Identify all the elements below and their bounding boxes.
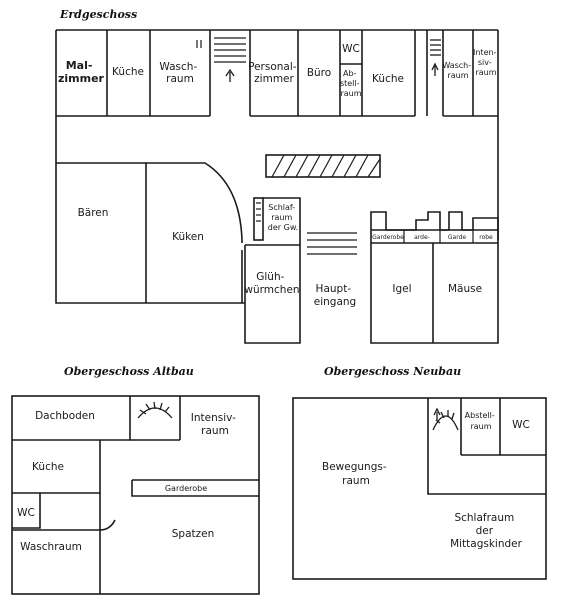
label-garderobe-eg-3: Garde xyxy=(448,234,466,241)
label-garderobe-eg-4: robe xyxy=(479,234,493,241)
stairs-curved-altbau xyxy=(137,401,173,419)
hatched-block xyxy=(265,154,381,178)
label-haupteingang: Haupt- eingang xyxy=(314,283,356,308)
label-maeuse: Mäuse xyxy=(448,283,482,295)
label-garderobe-eg-1: Garderobe xyxy=(372,234,404,241)
label-wc-oa: WC xyxy=(17,507,35,519)
label-wc-on: WC xyxy=(512,419,530,431)
label-bewegungsraum: Bewegungs- raum xyxy=(322,461,390,487)
label-waschraum-oa: Waschraum xyxy=(20,541,82,553)
heading-obergeschoss-altbau: Obergeschoss Altbau xyxy=(64,365,194,378)
label-kueche-oa: Küche xyxy=(32,461,64,473)
stairs-entrance xyxy=(307,232,357,255)
stairs-curved-neubau xyxy=(432,407,459,431)
label-schlafraum-gw: Schlaf- raum der Gw. xyxy=(268,203,298,232)
label-waschraum-eg-2: Wasch- raum xyxy=(442,61,473,80)
label-intensivraum-eg: Inten- siv- raum xyxy=(473,48,499,77)
label-buero: Büro xyxy=(307,67,331,79)
label-personalzimmer: Personal- zimmer xyxy=(248,61,300,85)
label-garderobe-eg-2: arde- xyxy=(414,234,430,241)
upper-floor-new-plan: Bewegungs- raum Abstell- raum WC Schlafr… xyxy=(292,397,547,580)
stairs-top-left xyxy=(214,37,246,82)
heading-obergeschoss-neubau: Obergeschoss Neubau xyxy=(324,365,461,378)
label-wc-eg: WC xyxy=(342,43,360,55)
label-waschraum-eg-1: Wasch- raum xyxy=(159,61,200,85)
label-dachboden: Dachboden xyxy=(35,410,95,422)
label-abstellraum-on: Abstell- raum xyxy=(465,411,498,431)
label-spatzen: Spatzen xyxy=(172,528,215,540)
label-malzimmer: Mal- zimmer xyxy=(58,59,105,85)
heading-erdgeschoss: Erdgeschoss xyxy=(59,8,137,21)
label-abstellraum-eg: Ab- stell- raum xyxy=(340,69,362,98)
ground-floor-plan: Mal- zimmer Küche Wasch- raum Personal- … xyxy=(55,29,499,344)
label-intensivraum-oa: Intensiv- raum xyxy=(191,412,239,437)
label-gluehwuermchen: Glüh- würmchen xyxy=(244,271,299,296)
upper-floor-old-plan: Dachboden Intensiv- raum Küche Garderobe… xyxy=(11,395,260,595)
label-kueche-eg-2: Küche xyxy=(372,73,404,85)
label-igel: Igel xyxy=(392,283,411,295)
label-baeren: Bären xyxy=(78,207,109,219)
label-kueken: Küken xyxy=(172,231,204,243)
label-garderobe-oa: Garderobe xyxy=(165,484,207,493)
label-kueche-eg-1: Küche xyxy=(112,66,144,78)
label-schlafraum-mittagskinder: Schlafraum der Mittagskinder xyxy=(450,512,523,550)
stairs-top-right xyxy=(430,39,441,76)
